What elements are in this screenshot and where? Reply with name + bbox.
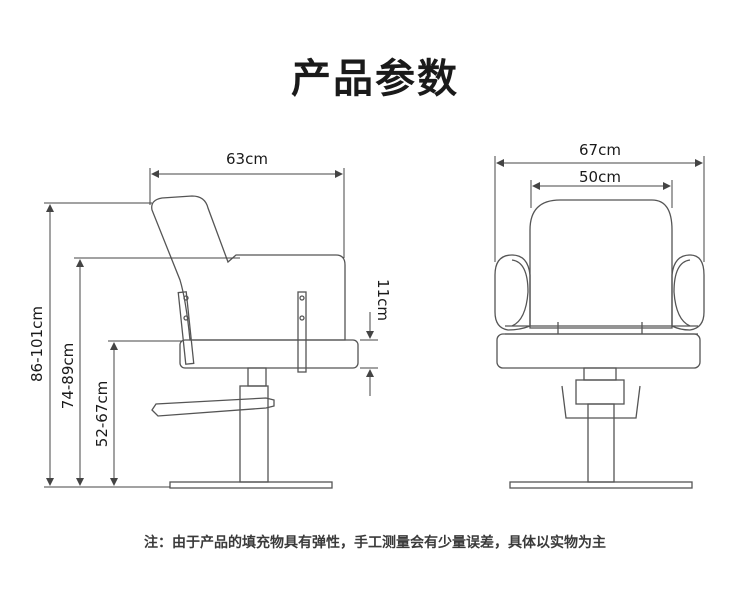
side-view-chair bbox=[151, 195, 359, 489]
side-view-dimensions bbox=[44, 168, 378, 488]
seat-thickness-label: 11cm bbox=[374, 279, 392, 321]
back-height-label: 74-89cm bbox=[59, 343, 77, 409]
seat-height-label: 52-67cm bbox=[93, 381, 111, 447]
front-view-dimensions bbox=[494, 156, 705, 262]
front-inner-width-label: 50cm bbox=[579, 168, 621, 186]
side-width-label: 63cm bbox=[226, 150, 268, 168]
footer-note: 注：由于产品的填充物具有弹性，手工测量会有少量误差，具体以实物为主 bbox=[144, 535, 606, 551]
front-outer-width-label: 67cm bbox=[579, 141, 621, 159]
front-view-chair bbox=[494, 199, 705, 489]
page-title: 产品参数 bbox=[291, 56, 459, 102]
total-height-label: 86-101cm bbox=[28, 306, 46, 382]
